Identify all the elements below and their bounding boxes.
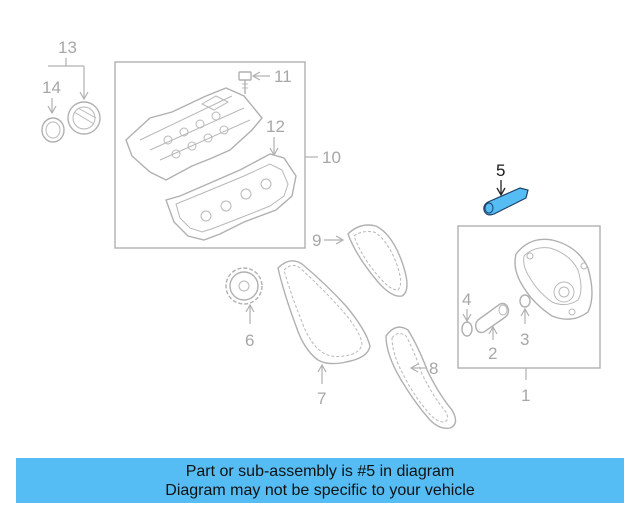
part-6-sprocket: 6 [225, 267, 263, 350]
caption-line-2: Diagram may not be specific to your vehi… [165, 481, 475, 499]
seal-3 [519, 294, 531, 308]
callout-6: 6 [245, 331, 254, 350]
part-7-timing-chain: 7 [277, 260, 371, 408]
callout-14: 14 [42, 78, 61, 97]
part-10-valve-cover-group: 10 11 12 [114, 61, 341, 249]
callout-13: 13 [58, 38, 77, 57]
callout-3: 3 [520, 330, 529, 349]
valve-cover-frame [114, 61, 306, 249]
timing-cover-body [514, 238, 593, 320]
callout-8: 8 [429, 359, 438, 378]
seal-ring-14 [41, 117, 65, 143]
callout-11: 11 [274, 67, 292, 86]
callout-7: 7 [317, 389, 326, 408]
part-5-highlighted: 5 [483, 161, 529, 216]
callout-12: 12 [266, 117, 285, 136]
sleeve-2 [475, 302, 510, 334]
callout-9: 9 [312, 231, 321, 250]
oil-cap-13 [67, 101, 101, 135]
callout-1: 1 [521, 386, 530, 405]
highlighted-part-5-shape [483, 187, 529, 216]
part-13-oil-filler-cap-group: 13 14 [41, 38, 101, 143]
callout-10: 10 [322, 148, 341, 167]
caption-line-1: Part or sub-assembly is #5 in diagram [185, 462, 455, 480]
part-9-timing-chain: 9 [312, 224, 408, 297]
callout-2: 2 [488, 344, 497, 363]
callout-5: 5 [496, 161, 505, 180]
o-ring-4 [461, 321, 473, 337]
part-1-timing-cover-group: 1 4 2 3 [457, 225, 601, 405]
caption-banner: Part or sub-assembly is #5 in diagram Di… [16, 458, 624, 503]
timing-cover-frame [457, 225, 601, 369]
callout-4: 4 [462, 290, 471, 309]
valve-cover-body [125, 87, 263, 181]
part-8-timing-chain: 8 [385, 326, 457, 430]
gasket-12 [165, 153, 297, 241]
bolt-11 [238, 71, 252, 94]
